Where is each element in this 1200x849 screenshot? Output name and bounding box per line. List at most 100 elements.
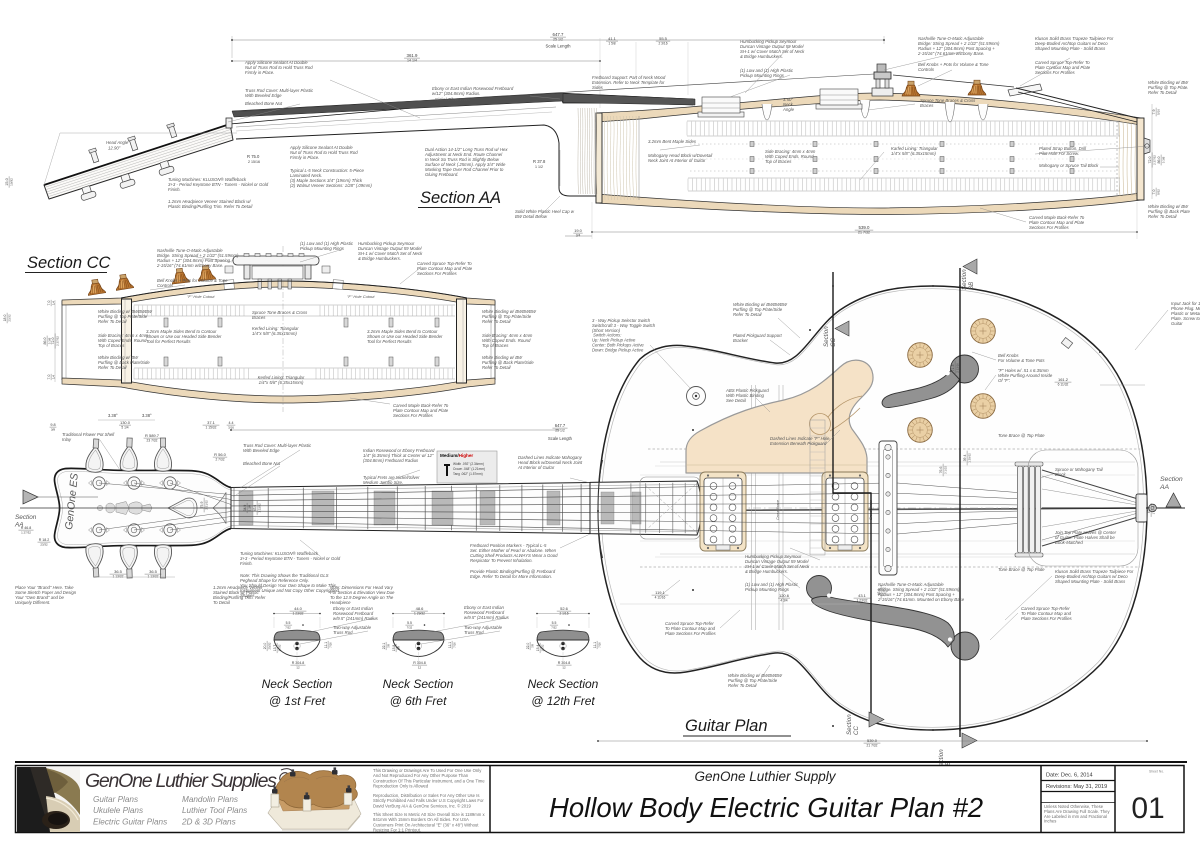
svg-text:21 7/32: 21 7/32 — [858, 231, 870, 235]
svg-text:1 13/32: 1 13/32 — [148, 575, 159, 579]
svg-text:5.5: 5.5 — [407, 621, 412, 625]
svg-text:23 7/32: 23 7/32 — [147, 439, 158, 443]
svg-text:7.0: 7.0 — [1152, 190, 1156, 195]
svg-text:7/32: 7/32 — [285, 626, 291, 630]
svg-text:Section: Section — [961, 269, 968, 290]
svg-text:52.6: 52.6 — [560, 606, 569, 611]
svg-text:Width .092" (2.34mm): Width .092" (2.34mm) — [453, 462, 484, 466]
svg-text:Bell Knobs + Pots for Volume &: Bell Knobs + Pots for Volume & ToneContr… — [157, 278, 228, 288]
svg-text:5/8: 5/8 — [396, 646, 400, 650]
svg-text:1 23/32: 1 23/32 — [257, 503, 261, 513]
svg-text:11.1: 11.1 — [593, 642, 597, 648]
svg-text:1 13/32: 1 13/32 — [113, 575, 124, 579]
svg-text:Truss Rod Cover: Multi-layer P: Truss Rod Cover: Multi-layer PlasticWith… — [245, 88, 314, 98]
svg-text:@ 6th Fret: @ 6th Fret — [390, 694, 448, 708]
svg-text:BB: BB — [968, 282, 975, 290]
svg-text:4 11/16: 4 11/16 — [655, 596, 666, 600]
svg-text:CC: CC — [853, 726, 860, 735]
svg-text:119.1: 119.1 — [655, 590, 665, 595]
svg-text:21 7/32: 21 7/32 — [867, 744, 878, 748]
svg-text:3/8: 3/8 — [51, 428, 56, 432]
svg-text:Neck Section: Neck Section — [262, 677, 333, 691]
svg-text:86.0: 86.0 — [43, 338, 47, 345]
svg-text:Section: Section — [846, 714, 853, 735]
svg-text:1/4: 1/4 — [51, 375, 55, 379]
svg-text:1 3/8: 1 3/8 — [247, 504, 251, 511]
svg-text:Input Jack for 1/4" MonoPhone: Input Jack for 1/4" MonoPhone Plug. Moun… — [1171, 301, 1200, 326]
svg-text:7/16: 7/16 — [597, 642, 601, 648]
svg-text:17/32: 17/32 — [277, 644, 281, 651]
svg-text:Typical L-5 Neck Construction:: Typical L-5 Neck Construction: 5-PieceLa… — [290, 168, 372, 188]
svg-text:7.9: 7.9 — [1152, 110, 1156, 115]
svg-text:1 5/8: 1 5/8 — [608, 42, 615, 46]
svg-text:4.4: 4.4 — [229, 421, 234, 425]
svg-text:GenOne Luthier Supplies: GenOne Luthier Supplies — [85, 770, 277, 792]
svg-text:18.0: 18.0 — [3, 315, 7, 322]
svg-text:Nickel Silver Frets: Nickel Silver Frets — [435, 97, 470, 102]
svg-text:3.38°: 3.38° — [108, 413, 118, 418]
svg-text:2 13/16: 2 13/16 — [955, 363, 959, 373]
svg-text:7.0: 7.0 — [47, 375, 51, 380]
svg-text:42.6: 42.6 — [1147, 507, 1151, 514]
svg-text:Guitar Plan: Guitar Plan — [685, 717, 768, 735]
svg-text:14 1/4: 14 1/4 — [407, 59, 417, 63]
svg-text:1 23/32: 1 23/32 — [857, 599, 868, 603]
svg-text:43.6: 43.6 — [253, 505, 257, 512]
svg-text:Scale Length: Scale Length — [548, 436, 573, 441]
svg-text:647.7: 647.7 — [555, 423, 566, 428]
svg-text:72.0: 72.0 — [51, 338, 55, 345]
svg-text:Solid White Plastic Heel Cap w: Solid White Plastic Heel Cap wBW Detail … — [515, 209, 575, 219]
svg-text:Dashed Lines Indicate "F" Hole: Dashed Lines Indicate "F" Hole,Extension… — [770, 436, 831, 446]
svg-text:25 1/2: 25 1/2 — [553, 38, 563, 42]
svg-text:2 31/32: 2 31/32 — [204, 500, 208, 510]
svg-text:2 27/32: 2 27/32 — [55, 336, 59, 346]
svg-text:539.0: 539.0 — [859, 225, 871, 230]
svg-text:3/4: 3/4 — [576, 234, 581, 238]
svg-text:2 15/16: 2 15/16 — [248, 160, 260, 164]
svg-text:Head Angle: Head Angle — [106, 140, 129, 145]
svg-text:Nashville Tune-O-Matic Adjusta: Nashville Tune-O-Matic AdjustableBridge:… — [917, 36, 1000, 56]
svg-text:R 18.2: R 18.2 — [39, 538, 50, 542]
svg-text:2 3/16: 2 3/16 — [658, 42, 667, 46]
svg-text:43.1: 43.1 — [858, 593, 867, 598]
svg-text:Kluson Solid Brass Trapeze Tai: Kluson Solid Brass Trapeze Tailpiece For… — [1035, 36, 1114, 51]
svg-text:7/8: 7/8 — [530, 644, 534, 648]
svg-text:44.0: 44.0 — [294, 606, 303, 611]
svg-text:Section CC: Section CC — [27, 254, 111, 272]
svg-text:Ebony or East Indian Rosewood: Ebony or East Indian Rosewood Fretboardw… — [432, 86, 514, 96]
svg-text:15.4: 15.4 — [536, 645, 540, 652]
svg-text:Bell Knobs + Pots for Volume &: Bell Knobs + Pots for Volume & ToneContr… — [918, 62, 989, 72]
svg-text:4 3/4: 4 3/4 — [780, 599, 787, 603]
svg-text:This Drawing or Drawings Are T: This Drawing or Drawings Are To Used For… — [373, 768, 485, 789]
svg-text:@ 1st Fret: @ 1st Fret — [269, 694, 326, 708]
svg-text:86.0: 86.0 — [1157, 157, 1161, 164]
svg-text:34.9: 34.9 — [243, 505, 247, 512]
svg-text:22.1: 22.1 — [382, 643, 386, 650]
svg-text:15.8: 15.8 — [392, 645, 396, 652]
svg-text:R 304.8: R 304.8 — [413, 661, 426, 665]
svg-text:9.8: 9.8 — [50, 423, 55, 427]
svg-text:1 27/32: 1 27/32 — [21, 531, 31, 535]
svg-text:48.6: 48.6 — [416, 606, 425, 611]
svg-text:1 11/16: 1 11/16 — [1151, 505, 1155, 514]
svg-text:39.4: 39.4 — [963, 455, 967, 462]
